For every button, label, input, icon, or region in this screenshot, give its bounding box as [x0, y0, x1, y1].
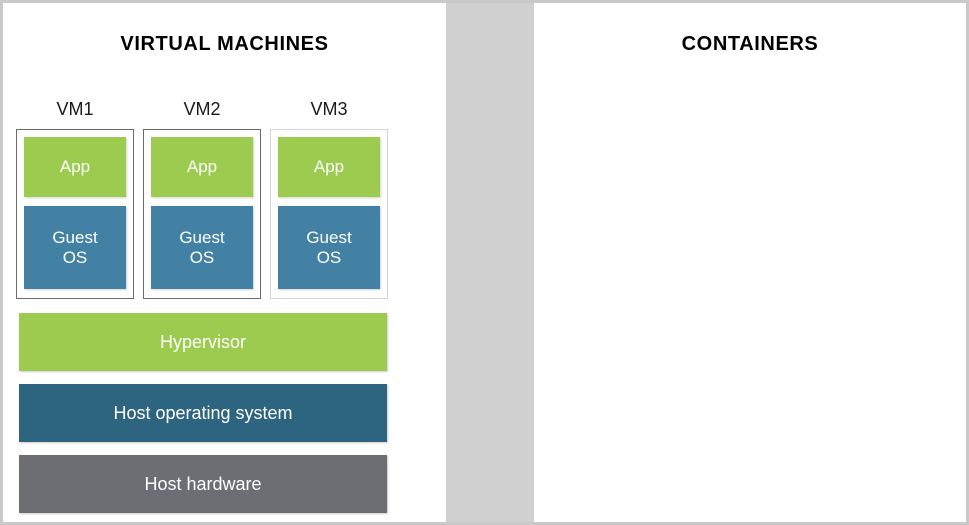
containers-title: CONTAINERS: [681, 33, 819, 55]
vm-label-row: VM1 VM2 VM3: [16, 99, 388, 120]
frame-right-edge: [966, 0, 969, 525]
frame-bottom-edge: [0, 522, 969, 525]
vm1-app-tile: App: [24, 137, 126, 197]
virtual-machines-title: VIRTUAL MACHINES: [120, 33, 329, 55]
vm-host-hardware-bar: Host hardware: [19, 455, 387, 513]
vm-label-3: VM3: [310, 99, 348, 119]
vm3-app-tile: App: [278, 137, 380, 197]
hypervisor-bar: Hypervisor: [19, 313, 387, 371]
vm-host-operating-system-bar: Host operating system: [19, 384, 387, 442]
containers-panel: CONTAINERS App1 App2 App3 App4 Docker En…: [534, 3, 966, 522]
center-divider: [446, 3, 534, 522]
frame-left-edge: [0, 0, 3, 525]
vm-label-2: VM2: [183, 99, 221, 119]
vm-label-1: VM1: [56, 99, 94, 119]
vm2-app-tile: App: [151, 137, 253, 197]
frame-top-edge: [0, 0, 969, 3]
